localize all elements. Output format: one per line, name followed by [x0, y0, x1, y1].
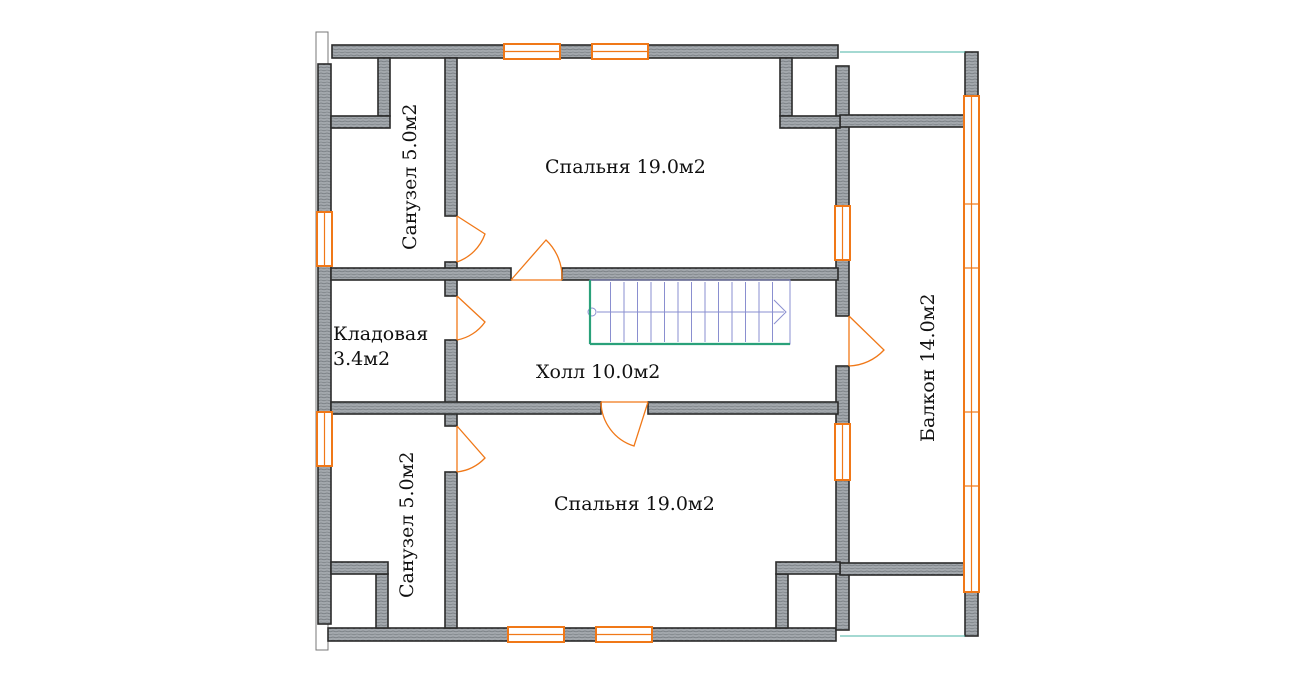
balcony-outline — [840, 51, 965, 637]
wall-balcony-right-bottom — [964, 591, 979, 637]
wall-right-3 — [835, 365, 850, 425]
label-storage-line1: Кладовая — [333, 323, 428, 345]
wall-column-br-v — [775, 573, 789, 629]
wall-h-lower-left — [330, 401, 602, 415]
label-hall: Холл 10.0м2 — [536, 361, 660, 383]
wall-top-1 — [331, 44, 505, 59]
wall-top-3 — [647, 44, 839, 59]
wall-bottom-3 — [651, 627, 837, 642]
label-bathroom-top: Санузел 5.0м2 — [399, 103, 421, 250]
wall-column-bl-h — [330, 561, 389, 575]
door-bathroom-bottom — [456, 425, 486, 473]
wall-left-3 — [317, 465, 332, 625]
wall-h-lower-right — [647, 401, 839, 415]
wall-left-2 — [317, 265, 332, 413]
door-storage — [456, 295, 486, 341]
wall-column-tr-h — [779, 115, 841, 129]
windows — [316, 43, 980, 643]
label-bedroom-top: Спальня 19.0м2 — [545, 156, 706, 178]
door-balcony — [848, 315, 885, 367]
wall-bottom-1 — [327, 627, 509, 642]
wall-right-4 — [835, 479, 850, 631]
label-balcony: Балкон 14.0м2 — [917, 293, 939, 442]
wall-h-upper-right — [561, 267, 839, 281]
wall-inner-v-bottom — [444, 471, 458, 629]
wall-balcony-right-top — [964, 51, 979, 97]
wall-column-tr-v — [779, 57, 793, 117]
door-bathroom-top — [456, 215, 486, 263]
wall-balcony-bottom-partition — [839, 562, 966, 576]
doors — [456, 215, 885, 473]
staircase — [587, 279, 791, 346]
wall-column-br-h — [775, 561, 841, 575]
wall-column-tl-v — [377, 57, 391, 117]
wall-column-bl-v — [375, 573, 389, 629]
door-bedroom-bottom — [600, 401, 649, 447]
label-bedroom-bottom: Спальня 19.0м2 — [554, 493, 715, 515]
wall-inner-v-top — [444, 57, 458, 217]
wall-top-2 — [559, 44, 593, 59]
wall-right-1 — [835, 65, 850, 207]
walls — [317, 44, 979, 642]
label-storage-line2: 3.4м2 — [333, 348, 390, 370]
label-bathroom-bottom: Санузел 5.0м2 — [396, 451, 418, 598]
wall-left-1 — [317, 63, 332, 213]
wall-column-tl-h — [330, 115, 391, 129]
door-bedroom-top — [510, 239, 563, 281]
wall-h-upper-left — [330, 267, 512, 281]
wall-bottom-2 — [563, 627, 597, 642]
wall-balcony-top-partition — [839, 114, 966, 128]
